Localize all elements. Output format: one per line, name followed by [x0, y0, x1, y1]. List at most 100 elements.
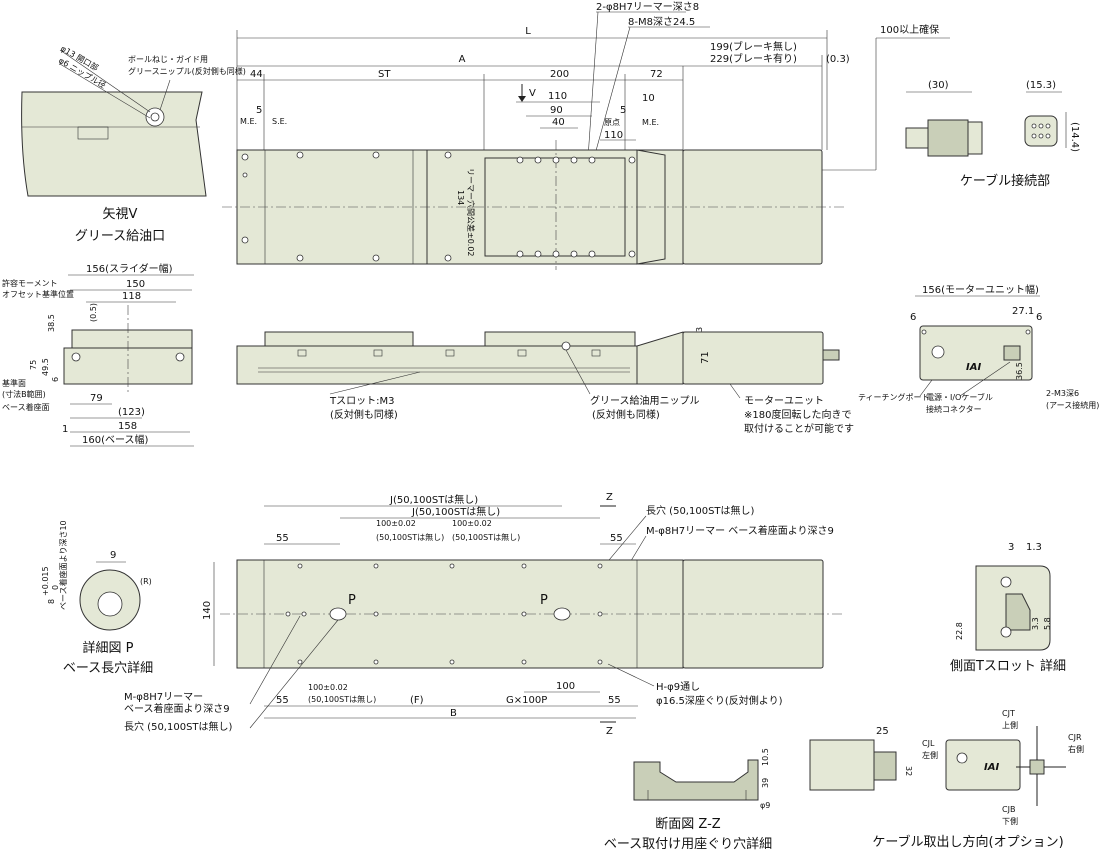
- grease-label-3: ボールねじ・ガイド用: [128, 54, 208, 64]
- cable-direction: 25 32 IAI CJT 上側 CJL 左側 CJR 右側 CJB 下側 ケー…: [809, 709, 1084, 850]
- dim-123: (123): [118, 407, 145, 418]
- cjl-code: CJL: [922, 739, 935, 748]
- detail-p-marker-2: P: [540, 593, 548, 608]
- rotate-note-2: 取付けることが可能です: [744, 422, 854, 435]
- ref-label-2: (寸法B範囲): [2, 389, 46, 399]
- reamer2-label: M-φ8H7リーマー: [124, 692, 203, 703]
- dim-100c: 100±0.02: [308, 683, 348, 692]
- h-hole-label: H-φ9通し: [656, 681, 700, 693]
- dim-79: 79: [90, 393, 103, 404]
- dim-100a-note: (50,100STは無し): [376, 532, 444, 542]
- power-connector-label: 電源・I/Oケーブル: [926, 392, 993, 402]
- view-v-caption: 矢視V: [103, 207, 138, 222]
- dim-A: A: [459, 54, 466, 65]
- cjl-side: 左側: [922, 750, 938, 760]
- dim-F: (F): [410, 695, 424, 706]
- dim-144: (14.4): [1069, 122, 1080, 152]
- dim-B: B: [450, 708, 457, 719]
- section-z-caption: 断面図 Z-Z: [655, 817, 721, 832]
- dim-495: 49.5: [41, 358, 50, 376]
- slot-label: 長穴 (50,100STは無し): [646, 504, 755, 517]
- cable-connection: (30) (15.3) (14.4) ケーブル接続部: [905, 80, 1080, 189]
- dim-90: 90: [550, 105, 563, 116]
- se-label: S.E.: [272, 117, 287, 126]
- grease-nipple-label-2: (反対側も同様): [592, 408, 660, 421]
- dim-100: 100以上確保: [880, 23, 939, 36]
- cable-direction-caption: ケーブル取出し方向(オプション): [872, 834, 1063, 850]
- dim-L: L: [525, 26, 531, 37]
- dim-160: 160(ベース幅): [82, 433, 148, 446]
- dim-13: 1.3: [1026, 542, 1042, 553]
- m3-label-2: (アース接続用): [1046, 400, 1099, 410]
- offset-label: オフセット基準位置: [2, 289, 74, 299]
- cjb-code: CJB: [1002, 805, 1015, 814]
- dim-71: 71: [700, 351, 711, 364]
- section-z: 10.5 39 φ9 断面図 Z-Z ベース取付け用座ぐり穴詳細: [604, 748, 772, 852]
- detail-p-marker-1: P: [348, 593, 356, 608]
- dim-110a: 110: [548, 91, 567, 102]
- dim-100b: 100±0.02: [452, 519, 492, 528]
- tslot-detail: 3 1.3 22.8 3.3 5.8 側面Tスロット 詳細: [950, 542, 1066, 674]
- dim-6b: 6: [1036, 312, 1042, 323]
- cjt-side: 上側: [1002, 720, 1018, 730]
- detail-p-caption: 詳細図 P: [83, 640, 134, 656]
- cjr-side: 右側: [1068, 744, 1084, 754]
- dim-1: 1: [62, 424, 68, 435]
- dim-6a: 6: [910, 312, 916, 323]
- dim-39: 39: [761, 778, 770, 788]
- dim-75: 75: [29, 360, 38, 370]
- teaching-port-label: ティーチングポート: [858, 392, 930, 402]
- dim-3: 3: [695, 327, 704, 332]
- dim-05: (0.5): [89, 303, 98, 322]
- section-z-caption-2: ベース取付け用座ぐり穴詳細: [604, 836, 772, 852]
- dim-156-motor: 156(モーターユニット幅): [922, 283, 1039, 296]
- reamer-pitch: リーマー穴間公差±0.02: [466, 168, 476, 257]
- mounting-holes-top: [241, 151, 636, 262]
- dim-8-p: 8: [47, 599, 56, 604]
- dim-228: 22.8: [955, 622, 964, 640]
- dim-9-p: 9: [110, 550, 116, 561]
- tslot-caption: 側面Tスロット 詳細: [950, 658, 1066, 674]
- dim-271: 27.1: [1012, 306, 1034, 317]
- dim-phi9: φ9: [760, 801, 770, 810]
- dim-brake-on: 229(ブレーキ有り): [710, 52, 797, 65]
- view-v: φ13 開口部 φ6 ニップル径 ボールねじ・ガイド用 グリースニップル(反対側…: [21, 43, 246, 244]
- dim-G: G×100P: [506, 695, 547, 706]
- dim-25: 25: [876, 726, 889, 737]
- slot2-label: 長穴 (50,100STは無し): [124, 720, 233, 733]
- depth-label: ベース着座面より深さ10: [58, 520, 68, 610]
- dim-110b: 110: [604, 130, 623, 141]
- dim-J1: J(50,100STは無し): [389, 493, 478, 506]
- dim-03: (0.3): [826, 54, 850, 65]
- cjb-side: 下側: [1002, 816, 1018, 826]
- dim-33: 3.3: [1031, 617, 1040, 630]
- ref-label-1: 基準面: [2, 378, 26, 388]
- tslot-label-2: (反対側も同様): [330, 408, 398, 421]
- dim-10: 10: [642, 93, 655, 104]
- bottom-holes: [285, 563, 603, 665]
- dim-105: 10.5: [761, 748, 770, 766]
- motor-end-view: 156(モーターユニット幅) 6 27.1 6 IAI 36.5 ティーチングポ…: [858, 283, 1099, 414]
- me-right: M.E.: [642, 118, 659, 127]
- m8-label: 8-M8深さ24.5: [628, 16, 695, 28]
- dim-58: 5.8: [1043, 617, 1052, 630]
- dim-100c-note: (50,100STは無し): [308, 694, 376, 704]
- dim-55d: 55: [608, 695, 621, 706]
- dim-55b: 55: [610, 533, 623, 544]
- section-z-top: Z: [606, 492, 613, 503]
- detail-p: 9 (R) 8 +0.015 0 ベース着座面より深さ10 詳細図 P ベース長…: [41, 520, 153, 676]
- ref-label-3: ベース着座面: [2, 402, 50, 412]
- dim-5b: 5: [620, 105, 626, 116]
- dim-365: 36.5: [1015, 362, 1024, 380]
- dim-385: 38.5: [47, 314, 56, 332]
- view-v-caption-2: グリース給油口: [75, 229, 165, 244]
- iai-logo: IAI: [966, 362, 981, 373]
- end-view: 156(スライダー幅) 150 118 許容モーメント オフセット基準位置 38…: [2, 262, 194, 447]
- dim-55a: 55: [276, 533, 289, 544]
- dim-150: 150: [126, 279, 145, 290]
- cjr-code: CJR: [1068, 733, 1082, 742]
- dim-134: 134: [456, 190, 465, 205]
- origin-label: 原点: [604, 118, 620, 127]
- tol-zero: 0: [51, 585, 60, 590]
